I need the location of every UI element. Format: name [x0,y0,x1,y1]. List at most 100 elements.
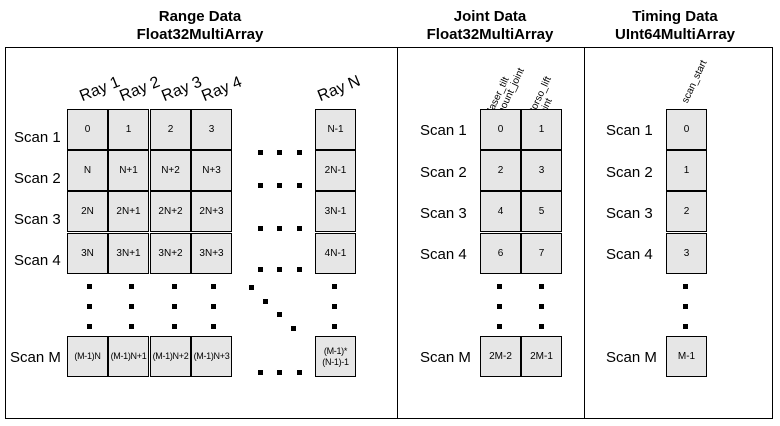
joint-scan-label: Scan 4 [420,246,467,263]
joint-cell-last-row: 2M-1 [521,336,562,377]
timing-cell: 3 [666,233,707,274]
timing-scan-label: Scan 1 [606,122,653,139]
timing-cell-last: M-1 [666,336,707,377]
range-cell: 2N+2 [150,191,191,232]
ellipsis-dot [277,183,282,188]
ellipsis-dot [497,284,502,289]
range-cell: 2N [67,191,108,232]
joint-cell: 7 [521,233,562,274]
joint-title-line1: Joint Data [453,8,527,25]
range-cell: 3N+1 [108,233,149,274]
range-cell-last-col: 3N-1 [315,191,356,232]
ellipsis-dot [497,304,502,309]
range-cell: N+1 [108,150,149,191]
range-cell-last-row: (M-1)N+1 [108,336,149,377]
timing-cell: 0 [666,109,707,150]
ellipsis-dot [297,150,302,155]
range-scan-label: Scan 3 [14,211,61,228]
range-cell: N+3 [191,150,232,191]
joint-scan-label: Scan 2 [420,164,467,181]
ellipsis-dot [297,183,302,188]
ellipsis-dot [539,284,544,289]
range-cell: 2N+3 [191,191,232,232]
range-scan-label: Scan 4 [14,252,61,269]
ellipsis-dot [539,304,544,309]
ellipsis-dot [277,312,282,317]
timing-title: Timing Data UInt64MultiArray [585,8,765,44]
range-cell-last-col: 2N-1 [315,150,356,191]
joint-cell: 6 [480,233,521,274]
joint-cell-last-row: 2M-2 [480,336,521,377]
ellipsis-dot [277,226,282,231]
ellipsis-dot [249,285,254,290]
ellipsis-dot [332,304,337,309]
range-scan-label: Scan 2 [14,170,61,187]
ellipsis-dot [172,324,177,329]
range-cell: 3N [67,233,108,274]
ellipsis-dot [297,267,302,272]
ellipsis-dot [172,304,177,309]
ellipsis-dot [683,284,688,289]
range-cell-corner: (M-1)* (N-1)-1 [315,336,356,377]
range-scan-label: Scan 1 [14,129,61,146]
ellipsis-dot [683,324,688,329]
timing-scan-label-last: Scan M [606,349,657,366]
ellipsis-dot [129,324,134,329]
joint-cell: 3 [521,150,562,191]
ellipsis-dot [258,267,263,272]
ellipsis-dot [172,284,177,289]
joint-cell: 5 [521,191,562,232]
ellipsis-dot [332,284,337,289]
ellipsis-dot [332,324,337,329]
range-cell: 1 [108,109,149,150]
joint-title: Joint Data Float32MultiArray [395,8,585,44]
range-corner-line1: (M-1)* [323,345,348,356]
joint-scan-label: Scan 1 [420,122,467,139]
ellipsis-dot [277,150,282,155]
joint-cell: 4 [480,191,521,232]
range-cell: 2 [150,109,191,150]
range-cell-last-col: 4N-1 [315,233,356,274]
range-title-line1: Range Data [158,8,242,25]
range-cell-last-row: (M-1)N+3 [191,336,232,377]
range-cell-last-col: N-1 [315,109,356,150]
ellipsis-dot [258,370,263,375]
joint-cell: 2 [480,150,521,191]
ellipsis-dot [87,284,92,289]
timing-panel [584,47,773,419]
ellipsis-dot [258,226,263,231]
range-cell: 3 [191,109,232,150]
ellipsis-dot [258,150,263,155]
timing-cell: 2 [666,191,707,232]
ellipsis-dot [211,324,216,329]
range-cell: 3N+2 [150,233,191,274]
range-cell-last-row: (M-1)N [67,336,108,377]
range-cell: N+2 [150,150,191,191]
joint-cell: 0 [480,109,521,150]
ellipsis-dot [129,304,134,309]
ellipsis-dot [211,284,216,289]
timing-title-line2: UInt64MultiArray [614,26,736,43]
ellipsis-dot [263,299,268,304]
joint-title-line2: Float32MultiArray [426,26,554,43]
joint-cell: 1 [521,109,562,150]
ellipsis-dot [129,284,134,289]
ellipsis-dot [87,324,92,329]
ellipsis-dot [277,267,282,272]
timing-scan-label: Scan 4 [606,246,653,263]
ellipsis-dot [277,370,282,375]
ellipsis-dot [683,304,688,309]
timing-scan-label: Scan 3 [606,205,653,222]
range-title-line2: Float32MultiArray [136,26,264,43]
ellipsis-dot [87,304,92,309]
ellipsis-dot [258,183,263,188]
ellipsis-dot [497,324,502,329]
ellipsis-dot [297,370,302,375]
range-title: Range Data Float32MultiArray [100,8,300,44]
ellipsis-dot [291,326,296,331]
range-cell-last-row: (M-1)N+2 [150,336,191,377]
range-scan-label-last: Scan M [10,349,61,366]
range-cell: 0 [67,109,108,150]
range-cell: 2N+1 [108,191,149,232]
